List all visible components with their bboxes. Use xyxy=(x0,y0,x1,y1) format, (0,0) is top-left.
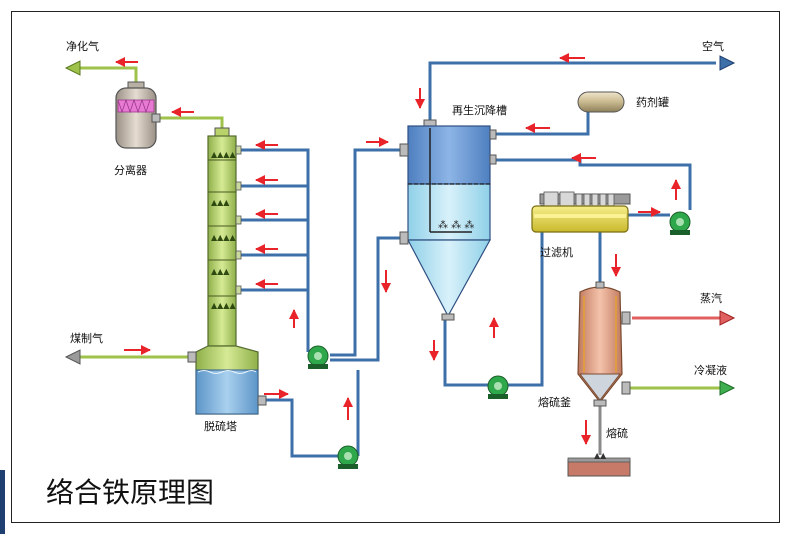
regen-settling-tank: ⁂ ⁂ ⁂ xyxy=(399,119,497,321)
sulfur-pan: ▲▲ xyxy=(567,451,631,477)
label-filter: 过滤机 xyxy=(540,245,573,259)
desulfurization-tower: ▲▲▲▲ ▲▲▲ ▲▲▲▲ ▲▲▲ ▲▲▲▲ xyxy=(187,127,267,415)
label-separator: 分离器 xyxy=(114,163,147,177)
condensate-outlet-icon xyxy=(719,380,736,396)
label-molten-sulfur: 熔硫 xyxy=(606,426,628,440)
svg-text:▲▲: ▲▲ xyxy=(594,451,607,460)
steam-inlet-icon xyxy=(719,310,736,326)
pump-tower-return xyxy=(307,345,329,369)
svg-text:⁂ ⁂ ⁂: ⁂ ⁂ ⁂ xyxy=(438,219,474,231)
label-coal-gas: 煤制气 xyxy=(70,331,103,345)
liquid-pipes xyxy=(238,148,692,458)
label-air: 空气 xyxy=(702,39,724,53)
diagram-title: 络合铁原理图 xyxy=(46,476,214,509)
svg-text:▲▲▲: ▲▲▲ xyxy=(211,198,230,207)
pump-tank-bottom xyxy=(487,375,509,399)
label-reagent-tank: 药剂罐 xyxy=(636,95,669,109)
svg-text:▲▲▲▲: ▲▲▲▲ xyxy=(211,301,236,310)
edge-bar xyxy=(0,470,5,534)
reagent-tank xyxy=(577,91,625,113)
label-steam: 蒸汽 xyxy=(700,291,722,305)
pump-tower-bottom xyxy=(337,445,359,469)
air-inlet-icon xyxy=(719,55,736,71)
separator xyxy=(115,81,161,149)
pump-filter-recycle xyxy=(669,211,691,235)
label-regen-settling-tank: 再生沉降槽 xyxy=(452,103,507,117)
svg-text:▲▲▲▲: ▲▲▲▲ xyxy=(211,150,236,159)
label-sulfur-kettle: 熔硫釜 xyxy=(538,395,571,409)
svg-text:▲▲▲▲: ▲▲▲▲ xyxy=(211,233,236,242)
label-desulfurization-tower: 脱硫塔 xyxy=(204,419,237,433)
purified-gas-outlet-icon xyxy=(64,60,81,76)
filter xyxy=(531,191,631,233)
air-pipe xyxy=(428,61,716,136)
coal-gas-inlet-icon xyxy=(64,349,81,365)
diagram-frame xyxy=(11,11,780,523)
svg-text:▲▲▲: ▲▲▲ xyxy=(211,267,230,276)
label-condensate: 冷凝液 xyxy=(694,363,727,377)
flow-arrows xyxy=(115,53,681,445)
label-purified-gas: 净化气 xyxy=(66,39,99,53)
sulfur-kettle xyxy=(577,281,631,407)
